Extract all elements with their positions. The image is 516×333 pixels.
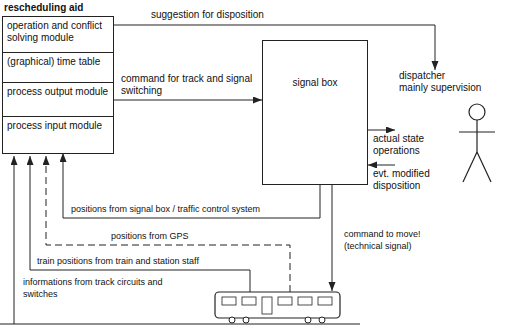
train-window [242,297,256,305]
system-box: rescheduling aidoperation and conflict s… [2,16,114,154]
train-wheel [305,317,311,323]
connector-label: suggestion for disposition [150,9,265,21]
flow-label: command to move! (technical signal) [343,228,455,252]
figure-limb [476,120,477,152]
module-box: process input module [3,117,113,153]
actor-role: mainly supervision [395,82,510,94]
figure-limb [463,152,477,182]
track-circuit-line [14,156,15,324]
connector-label: command for track and signal switching [120,73,260,97]
box-label: signal box [263,77,367,89]
flow-label: train positions from train and station s… [36,255,200,267]
train-window [298,297,312,305]
module-box: operation and conflict solving module [3,17,113,53]
train-wheel [319,317,325,323]
train-wheel [229,317,235,323]
connector-arrow [368,130,395,131]
connector-label: actual state operations [372,133,459,157]
train-window [318,297,332,305]
box-label: process input module [3,117,113,135]
module-box: (graphical) time table [3,53,113,83]
box-label: (graphical) time table [3,53,113,71]
gps-line [46,156,290,292]
figure-limb [459,131,495,132]
flow-label: informations from track circuits and swi… [22,276,184,300]
flow-label: positions from GPS [110,230,190,242]
command-line [332,185,333,291]
connector-arrow [113,100,262,101]
signal-box: signal box [262,40,368,185]
module-box: process output module [3,83,113,117]
train-body [215,292,340,318]
rail-line [0,323,360,324]
train-door [262,297,272,314]
figure-limb [477,152,491,182]
actor-name: dispatcher [395,70,510,82]
train-window [278,297,292,305]
figure-head [469,104,485,120]
train-wheel [243,317,249,323]
connector-label: evt. modified disposition [372,168,459,192]
train-figure [215,292,340,323]
connector-arrow [368,165,395,166]
train-window [222,297,236,305]
group-heading: rescheduling aid [3,2,113,14]
connector-label: positions from signal box / traffic cont… [70,203,261,215]
box-label: operation and conflict solving module [3,17,113,47]
box-label: process output module [3,83,113,101]
